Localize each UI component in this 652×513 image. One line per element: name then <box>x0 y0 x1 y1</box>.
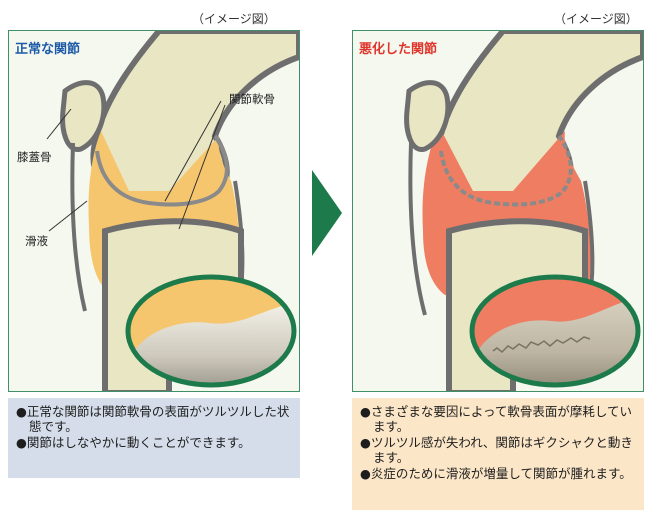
bullet: ●炎症のために滑液が増量して関節が腫れます。 <box>360 466 636 481</box>
panel-title: 正常な関節 <box>15 38 80 57</box>
worse-joint-illustration <box>353 31 644 392</box>
bullet: ●ツルツル感が失われ、関節はギクシャクと動きます。 <box>360 435 636 465</box>
image-note-left: （イメージ図） <box>192 10 276 27</box>
label-cartilage: 関節軟骨 <box>229 91 275 107</box>
label-synovial-fluid: 滑液 <box>25 233 48 249</box>
worse-joint-panel: 悪化した関節 <box>352 30 644 392</box>
bullet: ●正常な関節は関節軟骨の表面がツルツルした状態です。 <box>16 404 292 434</box>
arrow-right-icon <box>312 170 342 256</box>
panel-title: 悪化した関節 <box>359 38 437 57</box>
bullet: ●さまざまな要因によって軟骨表面が摩耗しています。 <box>360 404 636 434</box>
normal-joint-illustration <box>9 31 300 392</box>
label-patella: 膝蓋骨 <box>17 149 52 165</box>
image-note-right: （イメージ図） <box>554 10 638 27</box>
normal-joint-panel: 正常な関節 関節軟骨 膝蓋骨 滑液 <box>8 30 300 392</box>
normal-joint-description: ●正常な関節は関節軟骨の表面がツルツルした状態です。 ●関節はしなやかに動くこと… <box>8 398 300 478</box>
bullet: ●関節はしなやかに動くことができます。 <box>16 435 292 450</box>
worse-joint-description: ●さまざまな要因によって軟骨表面が摩耗しています。 ●ツルツル感が失われ、関節は… <box>352 398 644 510</box>
